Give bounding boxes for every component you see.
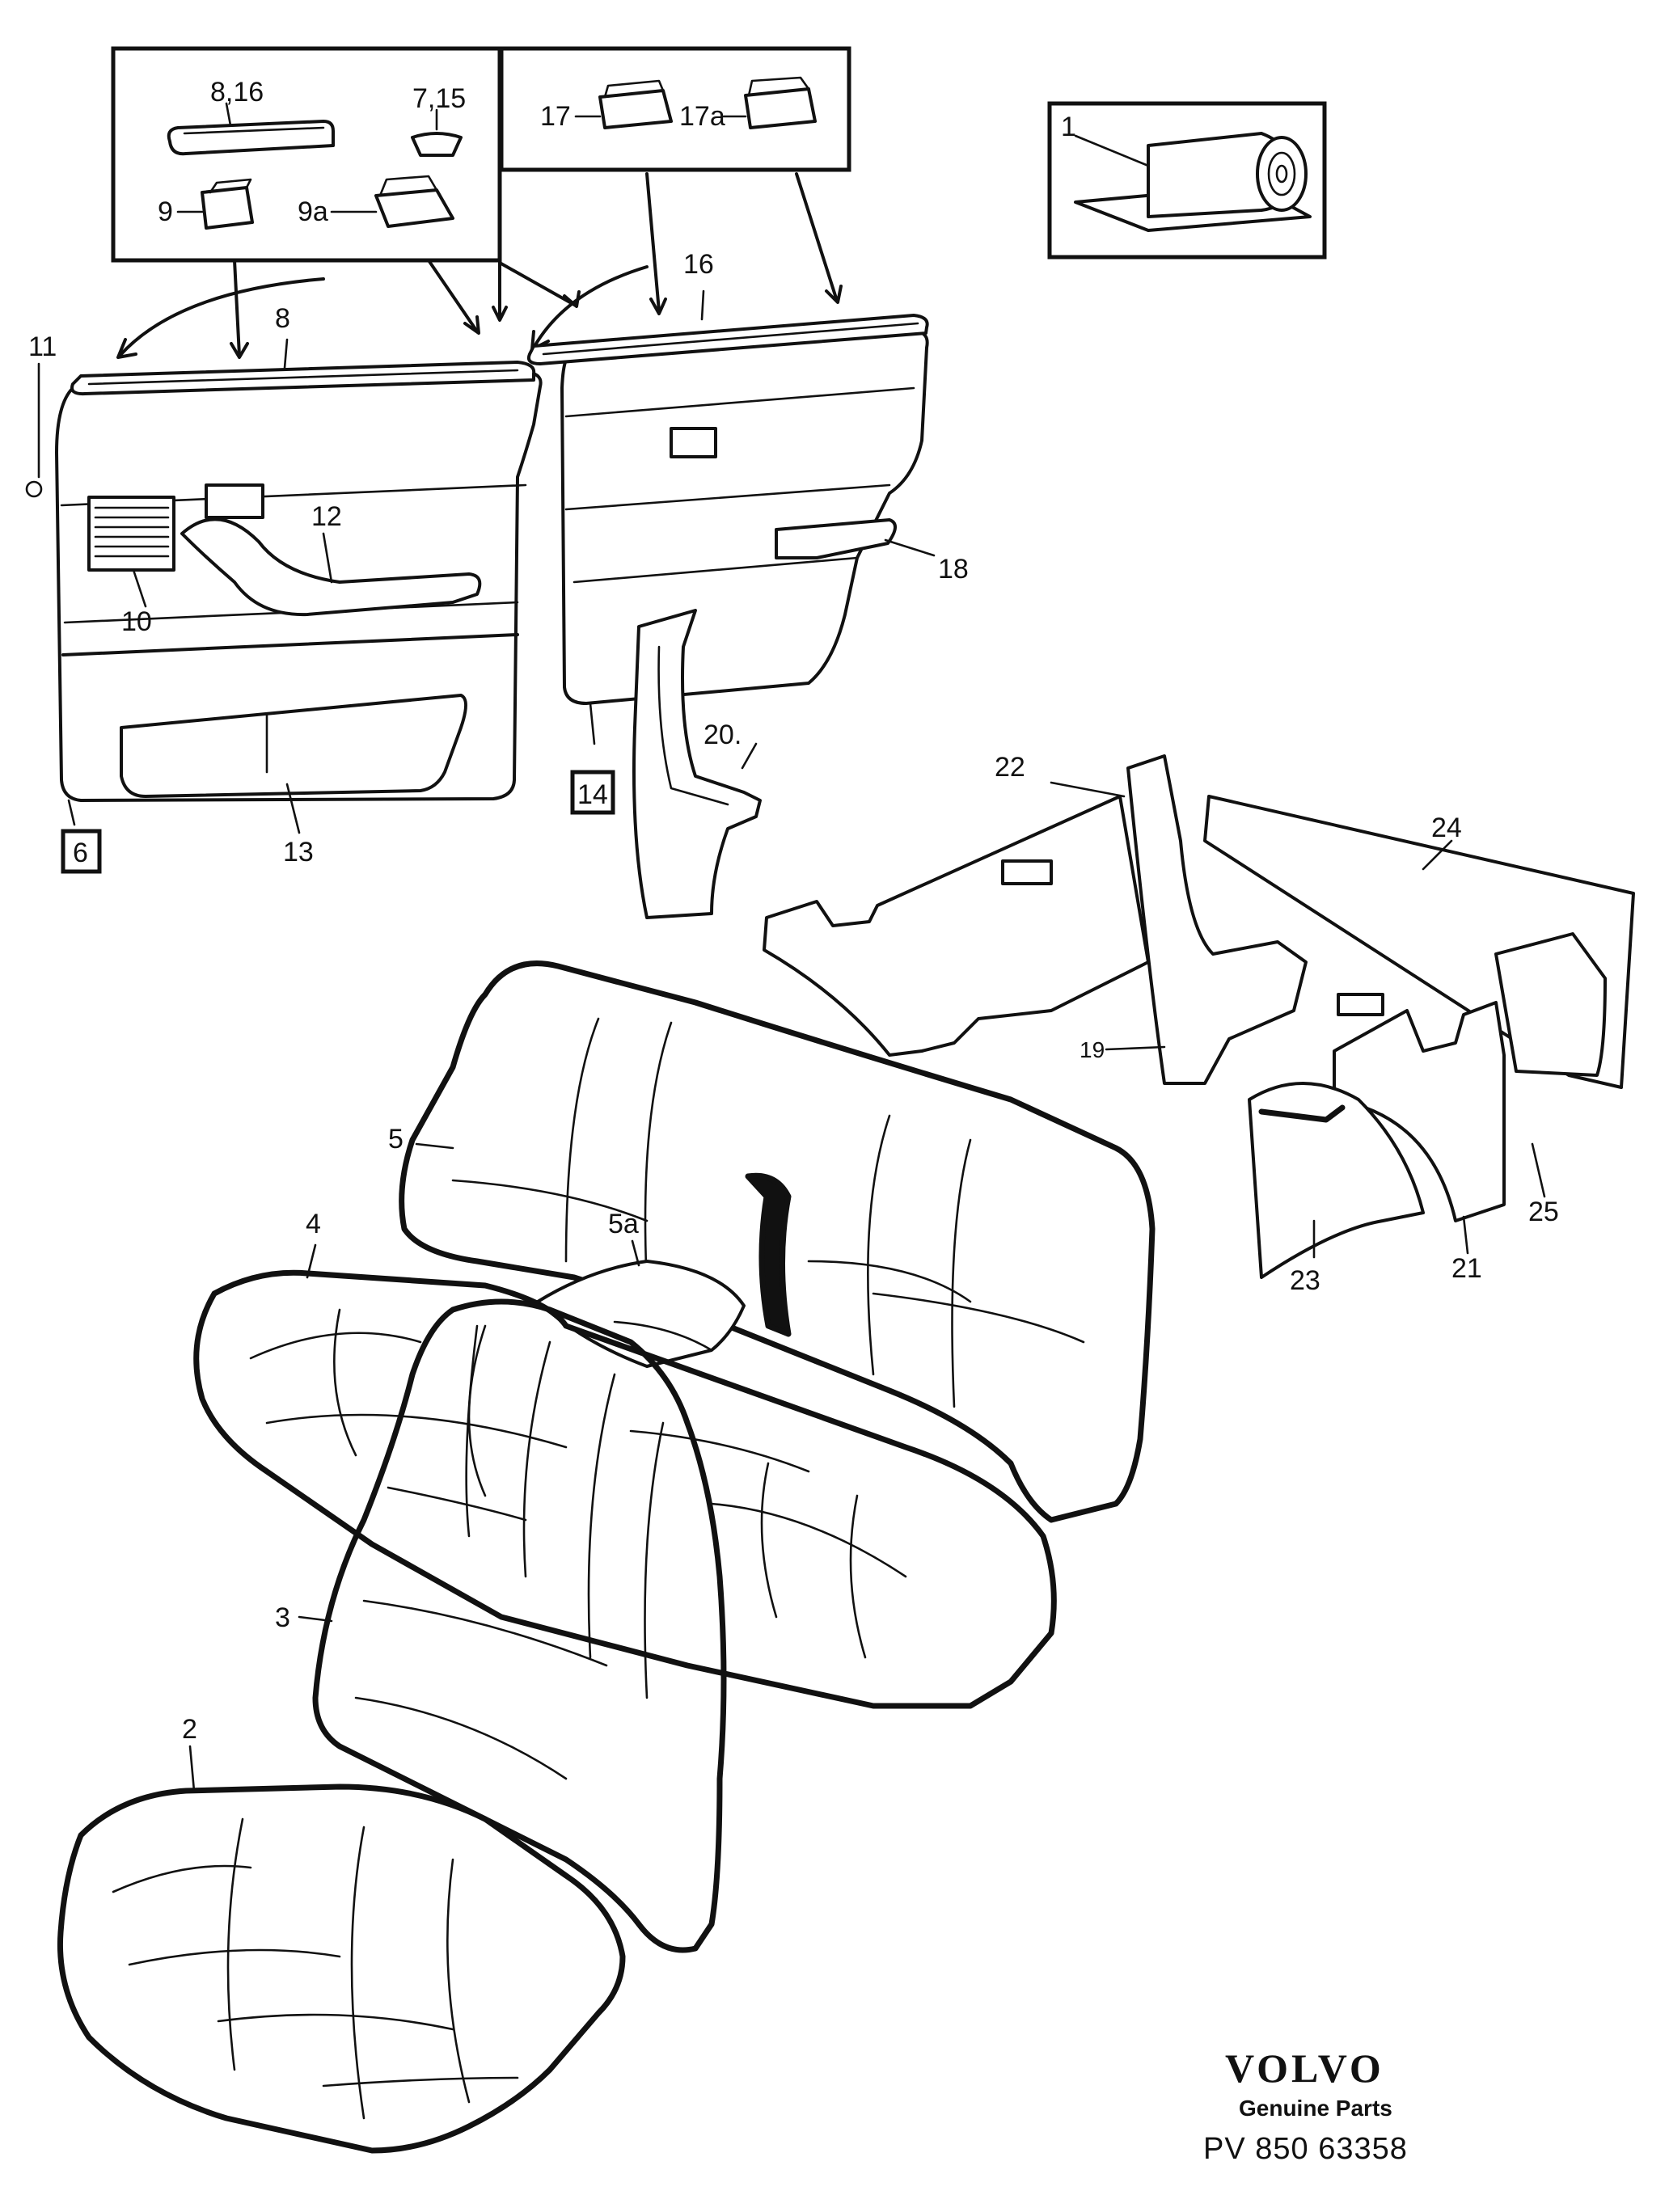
- side-trim-22: [763, 795, 1150, 1057]
- front-door-panel: [25, 361, 543, 802]
- armrest-5a: [536, 1260, 746, 1368]
- label-12: 12: [311, 501, 342, 532]
- label-8-16: 8,16: [210, 77, 264, 108]
- label-21: 21: [1451, 1253, 1482, 1284]
- label-19: 19: [1080, 1037, 1105, 1062]
- label-17a: 17a: [679, 101, 725, 132]
- label-7-15: 7,15: [412, 83, 466, 114]
- clip-9a-icon: [374, 188, 454, 228]
- wheel-arch-25: [1494, 932, 1607, 1077]
- label-6-box: [61, 829, 102, 874]
- door-pocket: [120, 694, 467, 798]
- brand-name: VOLVO: [1225, 2045, 1384, 2091]
- label-14: 14: [577, 779, 608, 810]
- front-seat-cushion: [57, 1784, 626, 2154]
- clip-17a-icon: [744, 87, 817, 129]
- inset-box-clips-rear: [499, 46, 851, 172]
- label-10: 10: [121, 606, 152, 637]
- front-seat-backrest: [312, 1298, 727, 1953]
- label-20: 20.: [704, 720, 742, 750]
- inset-box-clips: [111, 46, 502, 263]
- label-4: 4: [306, 1209, 321, 1239]
- label-14-box: [570, 770, 615, 815]
- label-11: 11: [28, 331, 57, 362]
- rear-seat-backrest: [399, 960, 1156, 1523]
- rear-door-panel: [526, 314, 929, 705]
- label-22: 22: [995, 752, 1025, 783]
- pillar-19: [1126, 754, 1308, 1085]
- inset-box-roll: [1047, 101, 1327, 260]
- label-25: 25: [1528, 1197, 1559, 1227]
- clip-17-icon: [598, 89, 673, 129]
- leader-lines: [37, 289, 1546, 1792]
- armrest-18: [775, 518, 897, 559]
- label-24: 24: [1431, 813, 1462, 843]
- rear-trim-set: [763, 754, 1635, 1279]
- label-18: 18: [938, 554, 969, 585]
- label-5: 5: [388, 1124, 404, 1155]
- label-16: 16: [683, 249, 714, 280]
- clip-11-icon: [25, 480, 43, 498]
- trim-23: [1248, 1082, 1425, 1279]
- label-1: 1: [1061, 112, 1076, 142]
- label-6: 6: [73, 838, 88, 868]
- pillar-trim-20: [632, 609, 762, 919]
- brand-block: VOLVO Genuine Parts PV 850 63358: [1203, 2045, 1408, 2166]
- label-8: 8: [275, 303, 290, 334]
- moulding-icon: [167, 120, 335, 156]
- part-labels: 8,16 7,15 9 9a 17 17a 1 16 8 11 12 10 18…: [28, 77, 1559, 1745]
- clip-9-icon: [201, 186, 254, 230]
- part-code: PV 850 63358: [1203, 2132, 1408, 2166]
- label-23: 23: [1290, 1265, 1320, 1296]
- label-17: 17: [540, 101, 571, 132]
- label-5a: 5a: [608, 1209, 639, 1239]
- label-2: 2: [182, 1714, 197, 1745]
- clip-icon: [411, 132, 463, 157]
- label-13: 13: [283, 837, 314, 867]
- label-3: 3: [275, 1602, 290, 1633]
- label-9a: 9a: [298, 196, 328, 227]
- speaker-grille: [87, 496, 175, 572]
- label-9: 9: [158, 196, 173, 227]
- armrest-handle: [180, 517, 482, 617]
- brand-tagline: Genuine Parts: [1239, 2096, 1392, 2121]
